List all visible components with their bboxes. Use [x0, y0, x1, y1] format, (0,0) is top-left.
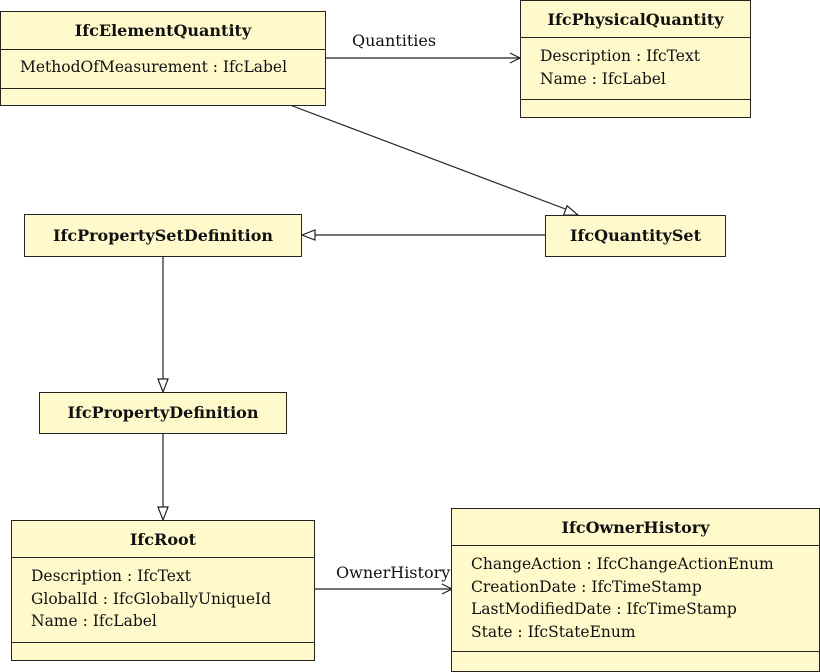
class-operations: [521, 100, 750, 118]
generalization-quantity-set-to-property-set-definition: [300, 229, 545, 241]
class-attributes: MethodOfMeasurement : IfcLabel: [1, 50, 325, 88]
attribute: Name : IfcLabel: [540, 69, 666, 88]
attribute: MethodOfMeasurement : IfcLabel: [20, 58, 288, 76]
attribute: Name : IfcLabel: [31, 612, 157, 630]
class-name: IfcPropertyDefinition: [67, 403, 259, 422]
generalization-property-set-definition-to-property-definition: [157, 256, 169, 394]
class-operations: [452, 652, 819, 670]
attribute: GlobalId : IfcGloballyUniqueId: [31, 589, 272, 608]
class-name: IfcElementQuantity: [74, 21, 252, 40]
class-ifc-root[interactable]: IfcRoot Description : IfcText GlobalId :…: [11, 520, 315, 661]
class-attributes: Description : IfcText GlobalId : IfcGlob…: [12, 558, 314, 642]
class-ifc-quantity-set[interactable]: IfcQuantitySet: [545, 215, 726, 257]
class-ifc-property-set-definition[interactable]: IfcPropertySetDefinition: [24, 214, 302, 257]
class-name: IfcOwnerHistory: [561, 517, 710, 537]
class-ifc-property-definition[interactable]: IfcPropertyDefinition: [39, 392, 287, 434]
association-quantities: [325, 52, 522, 64]
association-label-quantities: Quantities: [352, 31, 437, 50]
class-name: IfcPhysicalQuantity: [547, 9, 724, 29]
class-name: IfcQuantitySet: [570, 226, 701, 245]
class-ifc-element-quantity[interactable]: IfcElementQuantity MethodOfMeasurement :…: [0, 11, 326, 106]
class-attributes: ChangeAction : IfcChangeActionEnum Creat…: [452, 546, 819, 651]
attribute: CreationDate : IfcTimeStamp: [471, 577, 702, 596]
generalization-property-definition-to-root: [157, 433, 169, 522]
attribute: Description : IfcText: [31, 567, 191, 585]
attribute: ChangeAction : IfcChangeActionEnum: [471, 555, 774, 573]
attribute: Description : IfcText: [540, 47, 700, 65]
class-attributes: Description : IfcText Name : IfcLabel: [521, 38, 750, 99]
association-owner-history: [314, 583, 454, 595]
attribute: LastModifiedDate : IfcTimeStamp: [471, 600, 737, 618]
generalization-element-quantity-to-quantity-set: [289, 104, 580, 216]
association-label-owner-history: OwnerHistory: [336, 563, 451, 582]
class-operations: [1, 89, 325, 106]
class-name: IfcPropertySetDefinition: [52, 225, 274, 245]
class-ifc-physical-quantity[interactable]: IfcPhysicalQuantity Description : IfcTex…: [520, 0, 751, 118]
class-name: IfcRoot: [129, 529, 197, 549]
class-operations: [12, 643, 314, 661]
class-ifc-owner-history[interactable]: IfcOwnerHistory ChangeAction : IfcChange…: [451, 508, 820, 672]
attribute: State : IfcStateEnum: [471, 622, 636, 641]
